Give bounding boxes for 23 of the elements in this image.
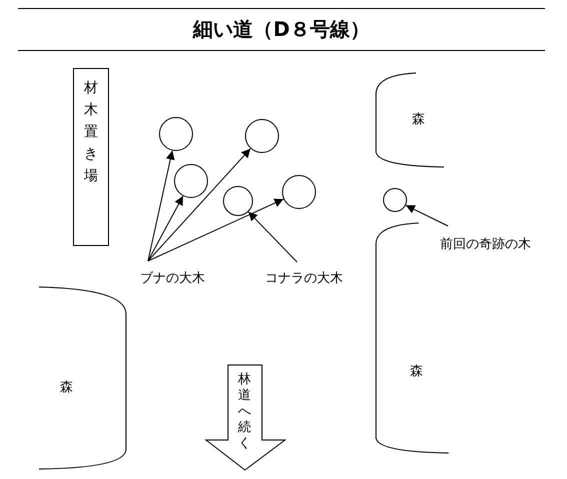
arrow <box>148 148 251 262</box>
storage-area-box <box>73 68 109 246</box>
arrow <box>148 198 284 262</box>
forest-label: 森 <box>60 379 73 396</box>
arrow-label: 林道へ続く <box>238 372 252 452</box>
forest-label: 森 <box>412 111 425 128</box>
forest-label: 森 <box>410 363 423 380</box>
area-label: 材木置き場 <box>84 79 98 186</box>
road-title: 細い道（D８号線） <box>193 16 370 43</box>
tree-label: ブナの大木 <box>140 271 205 286</box>
tree-circle <box>245 119 279 153</box>
tree-label: コナラの大木 <box>265 271 343 286</box>
tree-label: 前回の奇跡の木 <box>440 237 531 252</box>
road-band <box>18 8 545 51</box>
tree-circle <box>223 186 253 216</box>
tree-circle <box>174 164 208 198</box>
arrow <box>148 150 175 262</box>
tree-circle <box>282 175 316 209</box>
tree-circle <box>383 188 407 212</box>
arrow <box>148 196 184 262</box>
tree-circle <box>159 117 193 151</box>
arrow <box>405 204 448 226</box>
arrow <box>248 211 298 262</box>
